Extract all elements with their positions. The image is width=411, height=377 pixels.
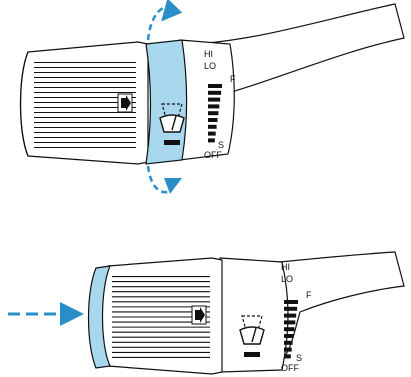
label-lo: LO: [204, 61, 216, 71]
label-hi: HI: [281, 262, 290, 272]
speed-bar: [208, 104, 219, 108]
label-slow: S: [218, 140, 224, 150]
speed-bar: [208, 111, 218, 115]
rotating-ring-highlight[interactable]: [146, 40, 187, 164]
speed-bar: [284, 348, 292, 352]
speed-bar: [208, 132, 216, 136]
speed-bar: [208, 91, 221, 95]
speed-bar: [284, 334, 294, 338]
bottom-stalk: HI LO F S OFF: [8, 252, 404, 374]
speed-bar: [208, 138, 215, 142]
label-fast: F: [306, 290, 312, 300]
label-fast: F: [230, 74, 236, 84]
speed-bar: [284, 341, 293, 345]
speed-bar: [284, 320, 295, 324]
speed-bar: [208, 98, 220, 102]
speed-bar: [284, 327, 294, 331]
speed-bar: [208, 125, 217, 129]
speed-bar: [284, 314, 296, 318]
speed-bar: [284, 300, 298, 304]
label-slow: S: [296, 353, 302, 363]
label-off: OFF: [281, 363, 299, 373]
speed-bar: [208, 84, 222, 88]
speed-bar: [284, 307, 297, 311]
label-lo: LO: [281, 274, 293, 284]
top-stalk: HI LO F S OFF: [21, 0, 405, 194]
label-hi: HI: [204, 49, 213, 59]
speed-bar: [208, 118, 218, 122]
speed-bar: [284, 354, 291, 358]
label-off: OFF: [204, 150, 222, 160]
